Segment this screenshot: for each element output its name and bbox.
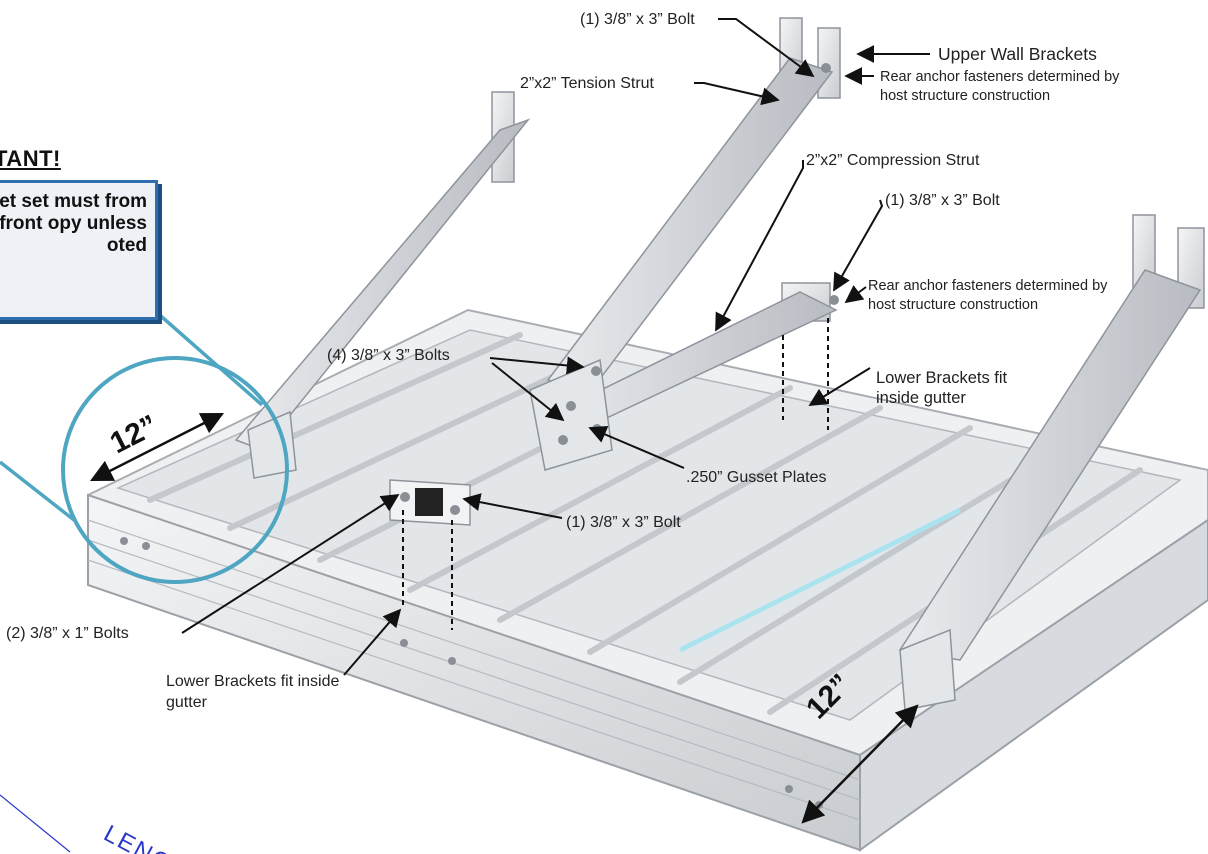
label-four-bolts: (4) 3/8” x 3” Bolts <box>327 347 450 364</box>
important-heading: TANT! <box>0 146 61 171</box>
label-compression-strut: 2”x2” Compression Strut <box>806 152 980 169</box>
detail-callout <box>0 308 289 584</box>
struts <box>234 57 1202 661</box>
label-lower-brackets-left: Lower Brackets fit inside gutter <box>166 673 340 711</box>
label-lower-brackets-right: Lower Brackets fit inside gutter <box>876 369 1008 407</box>
label-tension-strut: 2”x2” Tension Strut <box>520 75 654 92</box>
label-bolt-mid: (1) 3/8” x 3” Bolt <box>885 192 1000 209</box>
important-note-box: et set must from front opy unless oted <box>0 180 158 320</box>
important-note-text: et set must from front opy unless oted <box>0 191 147 256</box>
label-bolt-top: (1) 3/8” x 3” Bolt <box>580 11 695 28</box>
watermark-line <box>0 794 71 853</box>
label-rear-anchor-mid: Rear anchor fasteners determined by host… <box>868 278 1108 313</box>
label-rear-anchor-top: Rear anchor fasteners determined by host… <box>880 69 1120 104</box>
label-upper-wall-brackets: Upper Wall Brackets <box>938 44 1097 64</box>
label-bolt-low: (1) 3/8” x 3” Bolt <box>566 514 681 531</box>
dimension-arrows <box>89 412 919 824</box>
label-two-bolts: (2) 3/8” x 1” Bolts <box>6 625 129 642</box>
leader-arrows <box>181 18 930 676</box>
label-gusset-plates: .250” Gusset Plates <box>686 469 827 486</box>
guide-lines <box>402 318 829 630</box>
